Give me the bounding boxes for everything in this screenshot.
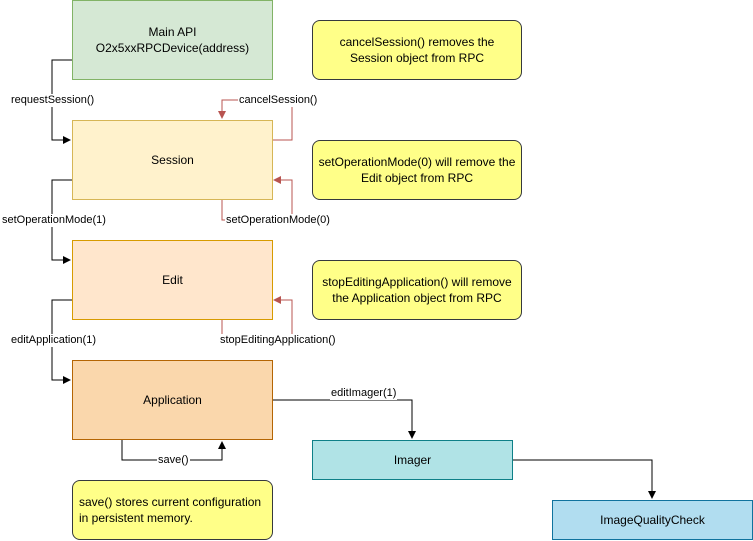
application-node: Application <box>72 360 273 440</box>
note-save: save() stores current configuration in p… <box>72 480 273 540</box>
main-api-title: Main API <box>148 24 197 39</box>
session-label: Session <box>151 152 194 167</box>
main-api-node: Main API O2x5xxRPCDevice(address) <box>72 0 273 80</box>
label-save: save() <box>157 454 190 467</box>
image-quality-check-node: ImageQualityCheck <box>552 500 753 540</box>
label-set-operation-mode-1: setOperationMode(1) <box>1 214 107 227</box>
edge-image-quality-check <box>512 459 656 499</box>
session-node: Session <box>72 120 273 200</box>
label-set-operation-mode-0: setOperationMode(0) <box>225 214 331 227</box>
application-label: Application <box>143 392 202 407</box>
imager-label: Imager <box>393 452 432 467</box>
edit-label: Edit <box>162 272 183 287</box>
image-quality-check-label: ImageQualityCheck <box>600 512 705 527</box>
note-stop-editing: stopEditingApplication() will remove the… <box>312 260 522 320</box>
note-stop-editing-text: stopEditingApplication() will remove the… <box>322 274 512 305</box>
edge-edit-imager <box>272 399 416 439</box>
label-edit-application: editApplication(1) <box>10 334 97 347</box>
label-edit-imager: editImager(1) <box>330 387 398 400</box>
note-set-operation-mode-text: setOperationMode(0) will remove the Edit… <box>318 154 516 185</box>
imager-node: Imager <box>312 440 513 480</box>
main-api-constructor: O2x5xxRPCDevice(address) <box>95 41 250 55</box>
note-cancel-session-text: cancelSession() removes the Session obje… <box>339 34 495 65</box>
label-stop-editing-application: stopEditingApplication() <box>219 334 337 347</box>
note-save-text: save() stores current configuration in p… <box>79 494 262 525</box>
label-cancel-session: cancelSession() <box>238 94 319 107</box>
label-request-session: requestSession() <box>10 94 96 107</box>
note-cancel-session: cancelSession() removes the Session obje… <box>312 20 522 80</box>
note-set-operation-mode: setOperationMode(0) will remove the Edit… <box>312 140 522 200</box>
edit-node: Edit <box>72 240 273 320</box>
